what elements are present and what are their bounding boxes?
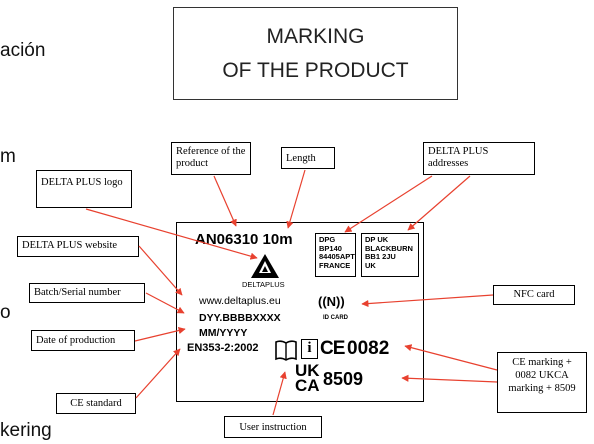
label-website: www.deltaplus.eu: [199, 295, 281, 307]
cropped-text-top: ación: [0, 40, 46, 61]
ukca-mark-top: UK: [295, 361, 320, 380]
callout-website: DELTA PLUS website: [17, 236, 139, 257]
callout-logo: DELTA PLUS logo: [36, 170, 132, 208]
callout-user-instruction: User instruction: [224, 416, 322, 438]
address-box-uk: DP UK BLACKBURN BB1 2JU UK: [361, 233, 419, 277]
address-fr-line: 84405APT: [319, 252, 355, 261]
callout-length: Length: [281, 147, 335, 169]
callout-ce-ukca: CE marking + 0082 UKCA marking + 8509: [497, 352, 587, 413]
callout-date: Date of production: [31, 330, 135, 351]
arrow-user-instruction: [272, 371, 287, 416]
title-line-1: MARKING: [266, 24, 365, 48]
address-box-france: DPG BP140 84405APT FRANCE: [315, 233, 356, 277]
deltaplus-logo-icon: [251, 254, 279, 278]
ukca-mark-bottom: CA: [295, 376, 320, 395]
nfc-caption: ID CARD: [323, 315, 348, 321]
label-reference-length: AN06310 10m: [195, 231, 293, 248]
arrow-date: [134, 327, 186, 342]
arrow-batch: [145, 292, 185, 314]
callout-batch: Batch/Serial number: [29, 283, 145, 303]
callout-nfc: NFC card: [493, 285, 575, 305]
nfc-icon: ((N)): [318, 294, 345, 309]
ce-number: 0082: [347, 338, 390, 359]
arrow-nfc: [361, 294, 494, 308]
address-uk-line: DP UK: [365, 235, 389, 244]
arrow-address-uk: [407, 175, 471, 231]
arrow-ukca: [401, 374, 498, 383]
address-uk-line: BLACKBURN: [365, 243, 413, 253]
arrow-length: [286, 169, 306, 229]
title-line-2: OF THE PRODUCT: [222, 58, 409, 82]
arrow-logo: [85, 208, 258, 260]
callout-ce-standard: CE standard: [56, 393, 136, 414]
cropped-text-bottom: kering: [0, 420, 52, 441]
info-icon: i: [301, 339, 318, 359]
label-batch: DYY.BBBBXXXX: [199, 312, 281, 324]
cropped-text-mid: m: [0, 146, 16, 167]
user-instruction-book-icon: [275, 340, 297, 361]
address-uk-line: UK: [365, 260, 376, 270]
arrow-reference: [213, 175, 237, 227]
callout-addresses: DELTA PLUS addresses: [423, 142, 535, 175]
ce-mark: CE: [320, 338, 345, 359]
address-fr-line: DPG: [319, 235, 336, 244]
ukca-number: 8509: [323, 369, 364, 389]
label-brand: DELTAPLUS: [242, 280, 285, 289]
arrow-website: [138, 245, 183, 296]
address-fr-line: FRANCE: [319, 260, 351, 270]
label-standard: EN353-2:2002: [187, 342, 259, 354]
title-box: MARKING OF THE PRODUCT: [173, 7, 458, 100]
callout-reference: Reference of the product: [171, 142, 251, 175]
address-uk-line: BB1 2JU: [365, 252, 396, 261]
arrow-address-fr: [344, 175, 433, 233]
arrow-ce: [404, 344, 498, 371]
arrow-ce-standard: [135, 348, 181, 399]
product-label: AN06310 10m DELTAPLUS www.deltaplus.eu D…: [176, 222, 424, 402]
address-fr-line: BP140: [319, 243, 342, 253]
label-date: MM/YYYY: [199, 327, 248, 339]
cropped-text-low: o: [0, 302, 11, 323]
